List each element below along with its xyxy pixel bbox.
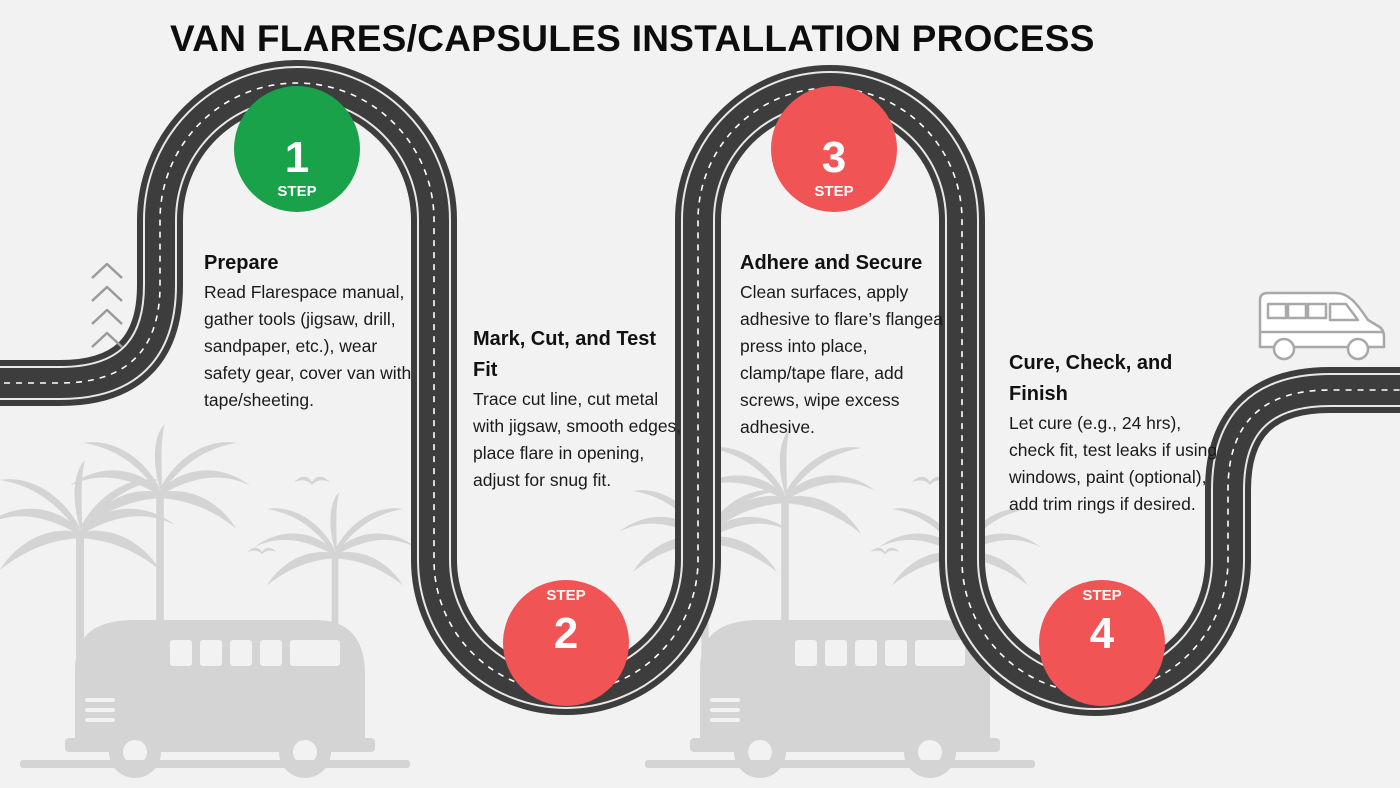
step-2-description: Mark, Cut, and Test Fit Trace cut line, … (473, 324, 683, 494)
bird-icon (870, 547, 900, 555)
step-1-label: STEP (277, 183, 316, 200)
step-1-badge-circle (234, 86, 360, 212)
step-3-description: Adhere and Secure Clean surfaces, apply … (740, 248, 950, 441)
step-1-body: Read Flarespace manual, gather tools (ji… (204, 282, 412, 410)
step-1-heading: Prepare (204, 252, 279, 274)
step-2-badge-circle (503, 580, 629, 706)
step-3-body: Clean surfaces, apply adhesive to flare’… (740, 282, 944, 437)
chevron-up-icon (91, 262, 123, 348)
retro-bus-icon (690, 620, 1000, 778)
bird-icon (294, 476, 330, 485)
palm-tree-icon (69, 424, 251, 633)
step-4-body: Let cure (e.g., 24 hrs), check fit, test… (1009, 413, 1218, 514)
step-2-label: STEP (546, 587, 585, 604)
van-outline-icon (1258, 291, 1386, 361)
step-3-label: STEP (814, 183, 853, 200)
palm-tree-icon (694, 429, 876, 638)
page-title: VAN FLARES/CAPSULES INSTALLATION PROCESS (170, 18, 1095, 59)
step-2-heading: Mark, Cut, and Test Fit (473, 328, 656, 381)
step-4-heading: Cure, Check, and Finish (1009, 352, 1173, 405)
background-decor (0, 424, 1041, 778)
step-4-badge-circle (1039, 580, 1165, 706)
step-4-label: STEP (1082, 587, 1121, 604)
step-1-number: 1 (285, 133, 309, 182)
step-3-badge-circle (771, 86, 897, 212)
road-segment (0, 82, 1400, 694)
step-2-badge: 2 STEP (503, 580, 629, 706)
step-4-badge: 4 STEP (1039, 580, 1165, 706)
step-2-number: 2 (554, 609, 578, 658)
retro-bus-icon (65, 620, 375, 778)
bird-icon (247, 547, 277, 555)
step-3-heading: Adhere and Secure (740, 252, 923, 274)
step-3-number: 3 (822, 133, 846, 182)
step-4-number: 4 (1090, 609, 1115, 658)
step-2-body: Trace cut line, cut metal with jigsaw, s… (473, 389, 682, 490)
step-4-description: Cure, Check, and Finish Let cure (e.g., … (1009, 348, 1219, 518)
step-1-description: Prepare Read Flarespace manual, gather t… (204, 248, 414, 414)
